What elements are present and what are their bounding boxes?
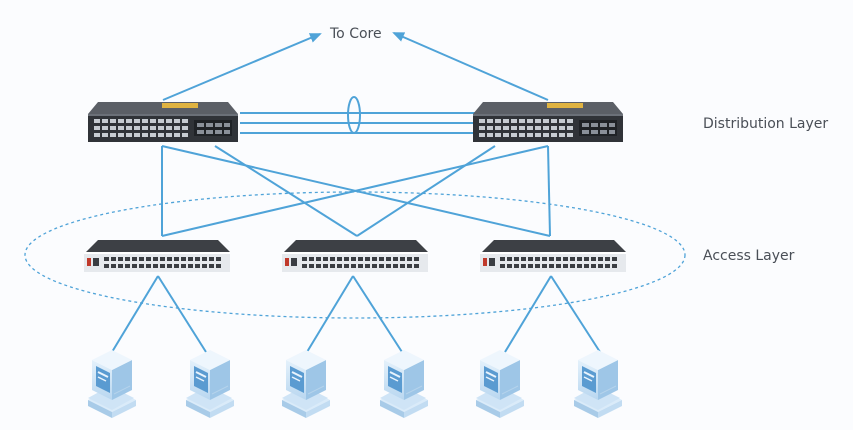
distribution-layer-label: Distribution Layer [703,116,829,132]
laptop-icon [379,349,429,419]
uplink-dist-1-to-core [162,33,322,101]
distribution-access-links [161,145,551,237]
access-switch-icon [282,240,428,272]
access-endpoint-links [111,275,601,353]
uplink-dist-2-to-core [392,32,549,101]
laptop-icon [281,349,331,419]
access-layer-boundary [24,191,686,319]
laptop-icon [475,349,525,419]
distribution-switch-icon [88,102,238,142]
laptop-icon [87,349,137,419]
laptop-icon [185,349,235,419]
access-switch-icon [84,240,230,272]
laptop-icon [573,349,623,419]
core-label: To Core [330,26,382,42]
distribution-switch-icon [473,102,623,142]
access-switch-icon [480,240,626,272]
access-layer-label: Access Layer [703,248,795,264]
distribution-link-aggregation [240,96,476,134]
